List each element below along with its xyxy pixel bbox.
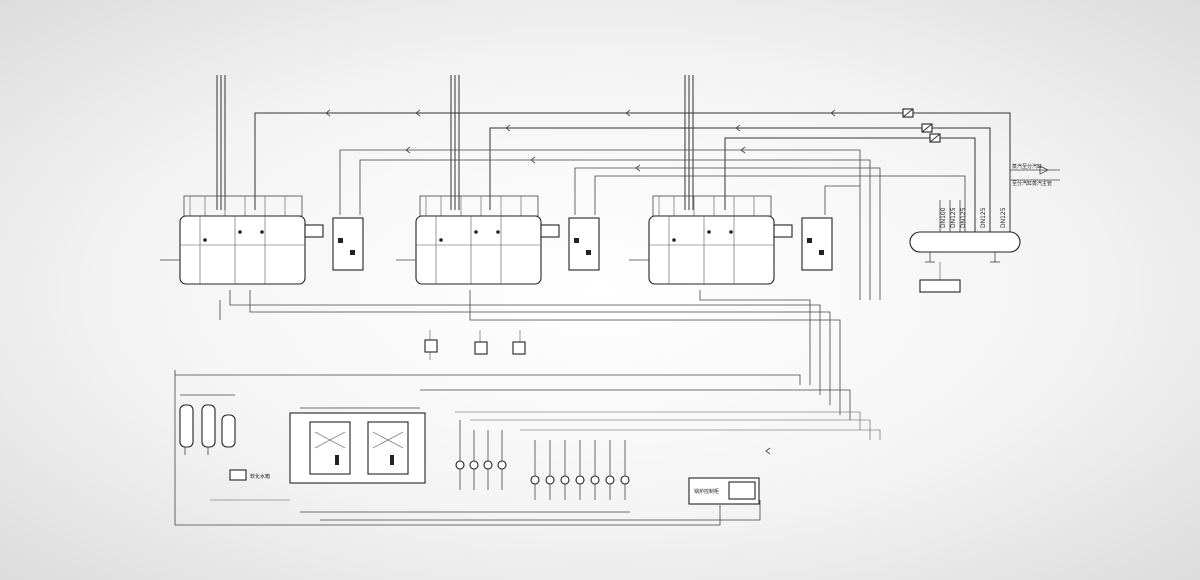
mid-piping bbox=[174, 290, 881, 526]
drum-nozzle-label-2: DN125 bbox=[950, 207, 957, 228]
drum-nozzle-label-3: DN125 bbox=[960, 207, 967, 228]
water-softener-unit bbox=[179, 394, 247, 481]
header-label-2: 至分汽缸蒸汽主管 bbox=[1012, 180, 1052, 187]
boiler-unit-1 bbox=[160, 195, 364, 285]
drum-nozzle-label-5: DN125 bbox=[1000, 207, 1007, 228]
feed-pump-bank bbox=[455, 420, 507, 490]
top-pipe-network bbox=[216, 75, 1011, 300]
boiler-unit-2 bbox=[396, 195, 600, 285]
heat-exchanger-unit bbox=[289, 407, 426, 484]
drum-nozzle-label-1: DN100 bbox=[940, 207, 947, 228]
control-panel-label: 锅炉控制柜 bbox=[694, 488, 719, 495]
circulation-pump-bank bbox=[530, 440, 630, 500]
header-label-1: 蒸汽至分汽缸 bbox=[1012, 163, 1042, 170]
boiler-unit-3 bbox=[629, 195, 833, 285]
drum-nozzle-label-4: DN125 bbox=[980, 207, 987, 228]
steam-header-drum bbox=[909, 165, 1060, 293]
control-panel bbox=[688, 477, 760, 505]
water-unit-label: 软化水箱 bbox=[250, 473, 270, 480]
